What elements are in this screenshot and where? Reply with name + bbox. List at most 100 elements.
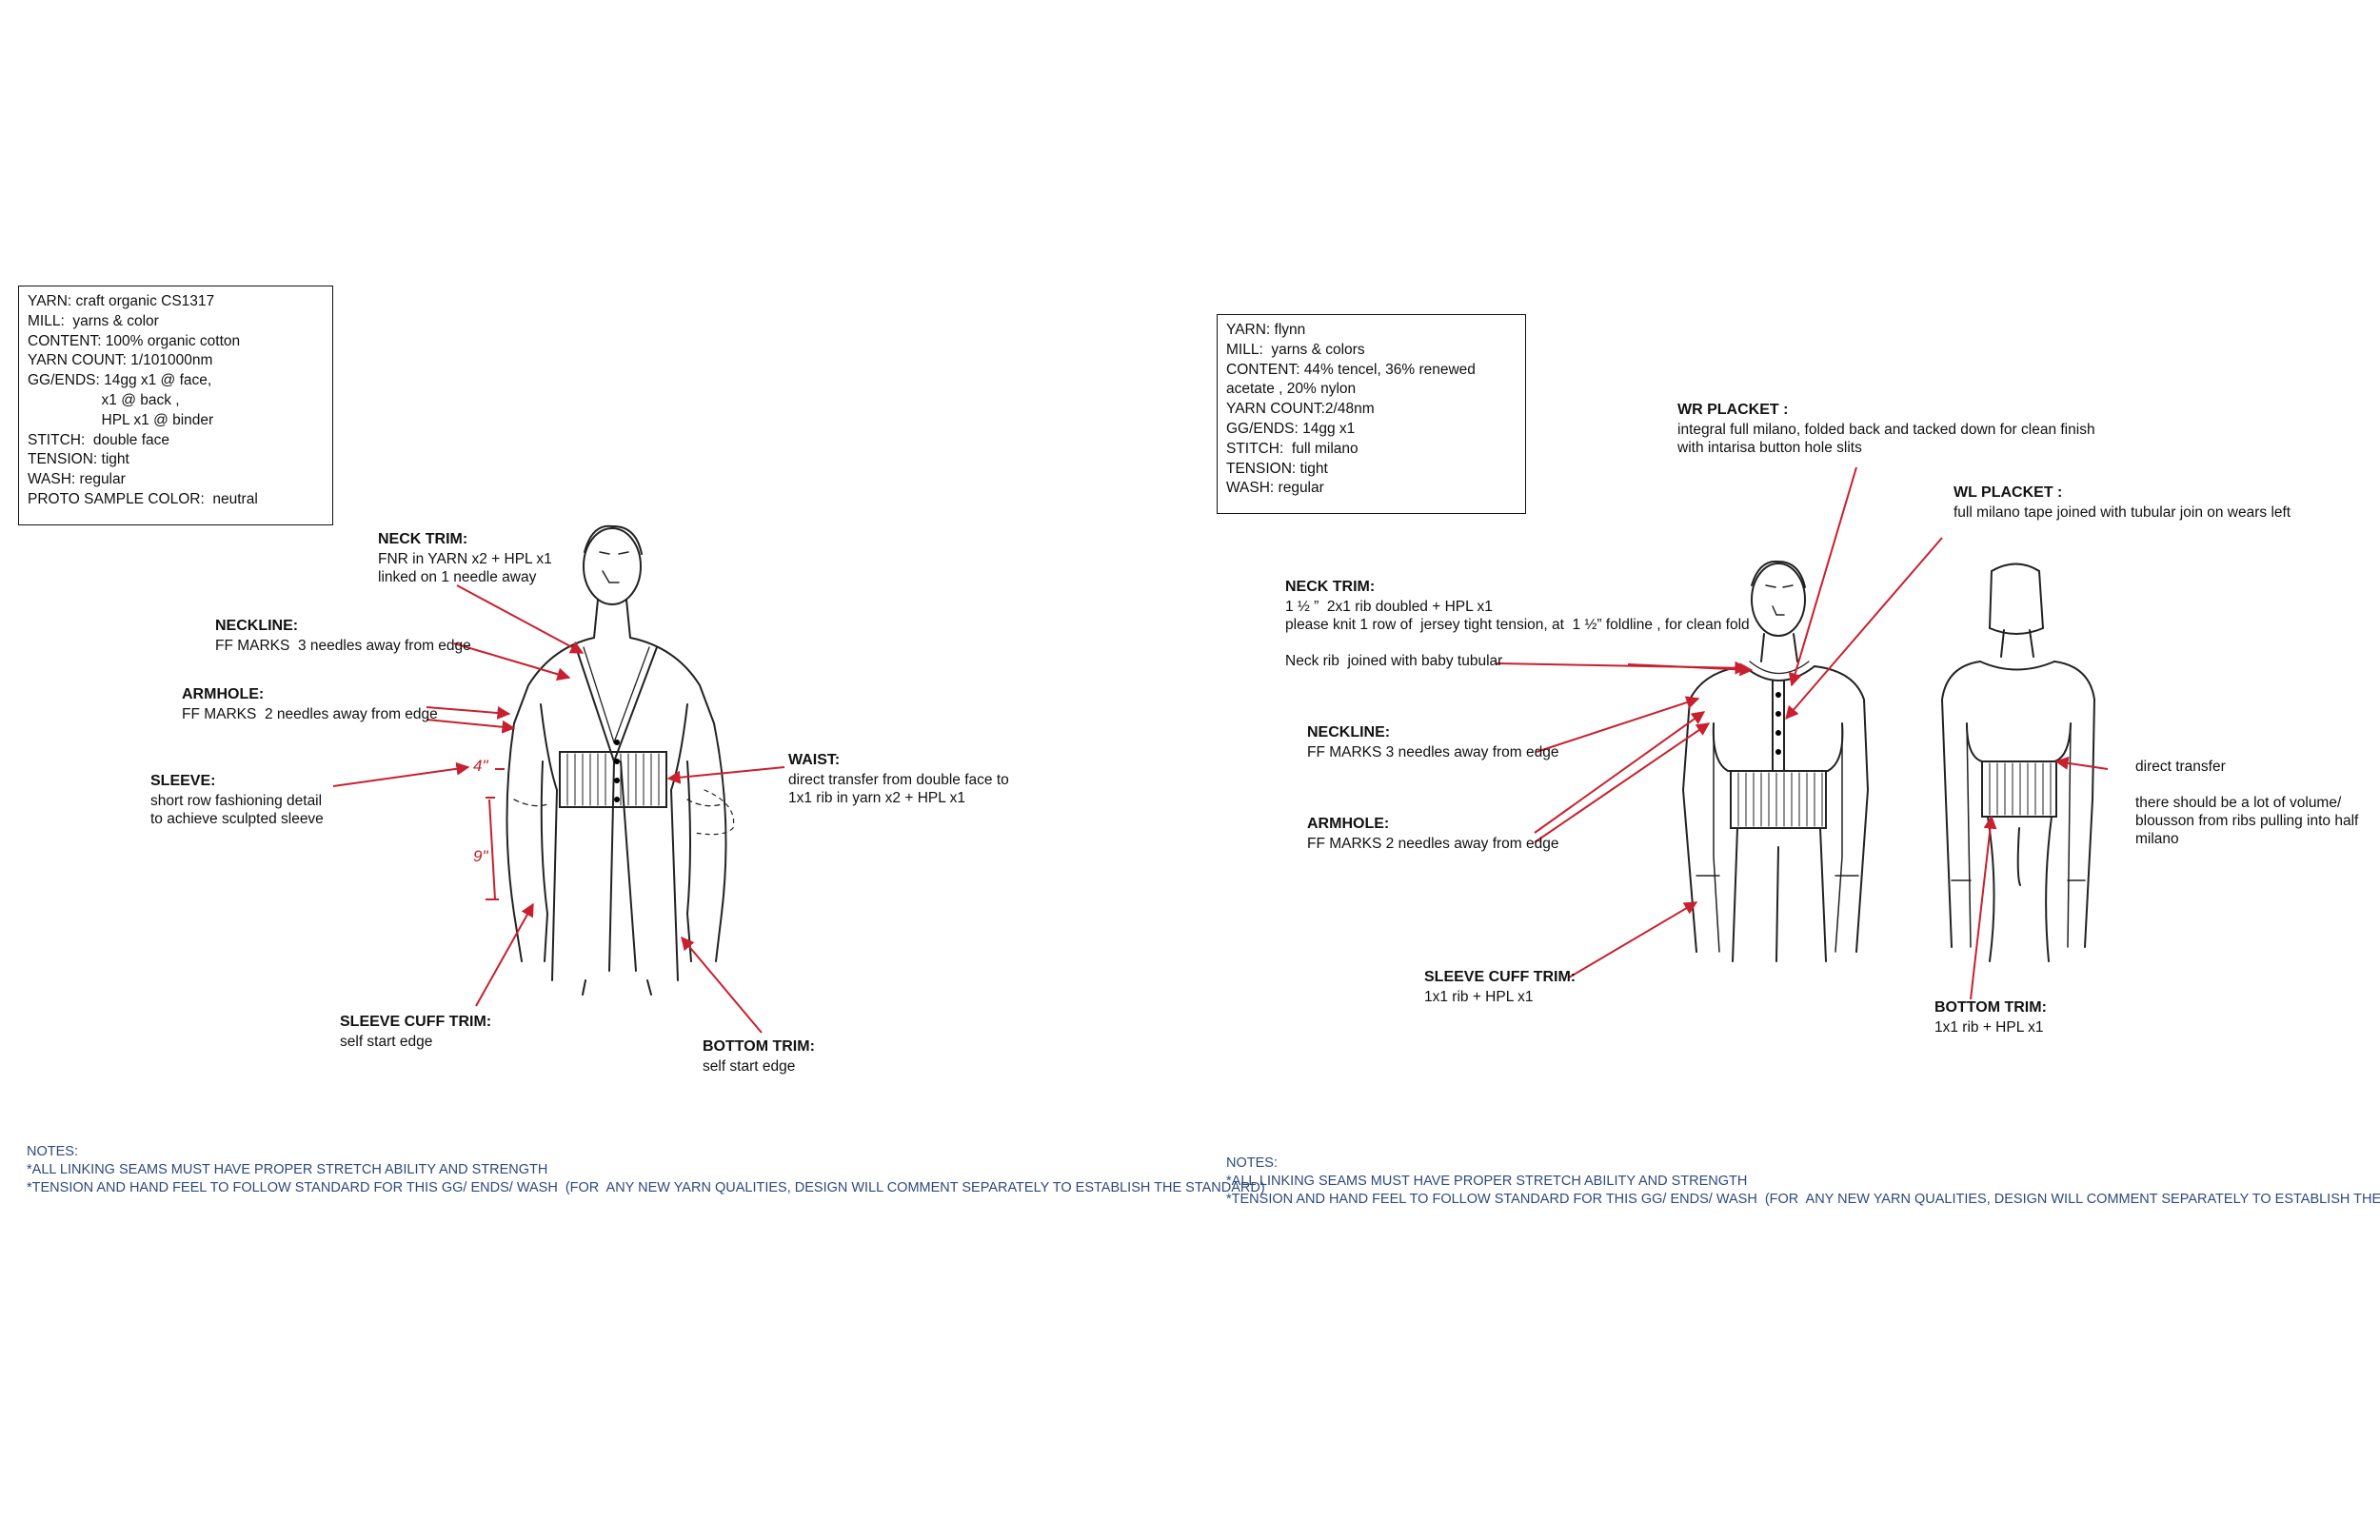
callout-text: self start edge	[340, 1034, 433, 1050]
arrow-sleeve	[332, 761, 470, 787]
arrow-neckline	[453, 642, 571, 681]
callout-text: milano	[2135, 831, 2179, 847]
callout-text: direct transfer	[2135, 759, 2226, 775]
arrow-bottom-trim	[681, 936, 763, 1034]
text-line: HPL x1 @ binder	[28, 411, 214, 428]
callout-text: with intarisa button hole slits	[1677, 440, 1862, 456]
text-line: *TENSION AND HAND FEEL TO FOLLOW STANDAR…	[27, 1180, 1265, 1195]
arrow-sleeve-cuff	[1568, 901, 1698, 978]
callout-heading: WAIST:	[788, 752, 841, 768]
callout-text: to achieve sculpted sleeve	[150, 811, 324, 827]
left-figure	[506, 524, 735, 996]
callout-text: integral full milano, folded back and ta…	[1677, 422, 2095, 438]
right-callout-direct-transfer: direct transfer there should be a lot of…	[2135, 758, 2358, 848]
arrow-neck-trim-2	[1627, 662, 1754, 677]
arrow-neckline	[1536, 696, 1700, 753]
arrow-armhole-2	[426, 719, 516, 734]
callout-text: 1 ½ ” 2x1 rib doubled + HPL x1	[1285, 599, 1493, 615]
arrow-neck-trim	[456, 584, 585, 654]
callout-text: blousson from ribs pulling into half	[2135, 813, 2359, 829]
callout-heading: BOTTOM TRIM:	[703, 1038, 815, 1055]
text-line: *ALL LINKING SEAMS MUST HAVE PROPER STRE…	[1226, 1174, 1748, 1189]
measurement-lower: 9"	[473, 847, 488, 865]
left-callout-bottom-trim: BOTTOM TRIM: self start edge	[703, 1037, 815, 1076]
arrow-waist	[666, 766, 785, 784]
callout-text: FF MARKS 3 needles away from edge	[1307, 744, 1559, 760]
callout-text: FNR in YARN x2 + HPL x1	[378, 551, 552, 567]
text-line: acetate , 20% nylon	[1226, 381, 1357, 398]
callout-heading: SLEEVE:	[150, 773, 216, 789]
callout-heading: WL PLACKET :	[1954, 484, 2063, 501]
callout-heading: NECK TRIM:	[1285, 579, 1376, 595]
callout-text: FF MARKS 3 needles away from edge	[215, 638, 471, 654]
text-line: WASH: regular	[1226, 480, 1324, 497]
arrow-sleeve-cuff	[475, 902, 534, 1007]
left-callout-sleeve: SLEEVE: short row fashioning detail to ach…	[150, 772, 324, 828]
left-callout-neckline: NECKLINE: FF MARKS 3 needles away from ed…	[215, 617, 471, 655]
callout-text: short row fashioning detail	[150, 793, 323, 809]
text-line: YARN COUNT:2/48nm	[1226, 401, 1375, 418]
text-line: NOTES:	[27, 1144, 78, 1159]
text-line: WASH: regular	[28, 471, 126, 488]
text-line: *TENSION AND HAND FEEL TO FOLLOW STANDAR…	[1226, 1192, 2380, 1207]
left-notes: NOTES: *ALL LINKING SEAMS MUST HAVE PROPE…	[27, 1143, 1265, 1197]
text-line: YARN: craft organic CS1317	[28, 293, 215, 309]
text-line: MILL: yarns & color	[28, 312, 159, 329]
right-callout-wl-placket: WL PLACKET : full milano tape joined with…	[1954, 484, 2291, 522]
callout-heading: SLEEVE CUFF TRIM:	[1424, 969, 1577, 985]
callout-text: FF MARKS 2 needles away from edge	[182, 706, 438, 722]
arrow-wr-placket	[1788, 466, 1857, 687]
left-callout-neck-trim: NECK TRIM: FNR in YARN x2 + HPL x1 linked …	[378, 530, 552, 586]
callout-text: 1x1 rib + HPL x1	[1934, 1019, 2044, 1036]
text-line: CONTENT: 100% organic cotton	[28, 332, 241, 349]
text-line: NOTES:	[1226, 1155, 1278, 1171]
right-callout-sleeve-cuff-trim: SLEEVE CUFF TRIM: 1x1 rib + HPL x1	[1424, 968, 1576, 1006]
arrow-direct-transfer	[2054, 756, 2109, 770]
arrow-armhole-1	[426, 706, 511, 720]
callout-heading: SLEEVE CUFF TRIM:	[340, 1014, 492, 1030]
callout-text: self start edge	[703, 1058, 796, 1075]
text-line: GG/ENDS: 14gg x1	[1226, 420, 1356, 437]
text-line: STITCH: full milano	[1226, 440, 1359, 457]
text-line: MILL: yarns & colors	[1226, 341, 1365, 358]
left-callout-sleeve-cuff-trim: SLEEVE CUFF TRIM: self start edge	[340, 1013, 491, 1051]
text-line: PROTO SAMPLE COLOR: neutral	[28, 490, 258, 507]
text-line: CONTENT: 44% tencel, 36% renewed	[1226, 361, 1476, 378]
callout-heading: ARMHOLE:	[1307, 816, 1390, 832]
callout-text: 1x1 rib + HPL x1	[1424, 989, 1534, 1005]
text-line: YARN: flynn	[1226, 322, 1306, 338]
text-line: YARN COUNT: 1/101000nm	[28, 352, 213, 369]
right-back-figure	[1940, 563, 2096, 962]
arrow-wl-placket	[1785, 537, 1943, 721]
callout-heading: WR PLACKET :	[1677, 402, 1789, 418]
right-callout-wr-placket: WR PLACKET : integral full milano, folded…	[1677, 401, 2095, 457]
callout-heading: NECK TRIM:	[378, 531, 468, 547]
right-notes: NOTES: *ALL LINKING SEAMS MUST HAVE PROPE…	[1226, 1155, 2380, 1209]
arrow-armhole-2	[1534, 722, 1711, 843]
callout-text: full milano tape joined with tubular joi…	[1954, 504, 2291, 521]
callout-text	[2135, 776, 2358, 794]
callout-text: please knit 1 row of jersey tight tensio…	[1285, 617, 1750, 633]
left-callout-armhole: ARMHOLE: FF MARKS 2 needles away from edg…	[182, 685, 438, 723]
right-callout-neckline: NECKLINE:FF MARKS 3 needles away from ed…	[1307, 723, 1558, 761]
arrow-bottom-trim	[1970, 815, 1997, 1000]
callout-text: 1x1 rib in yarn x2 + HPL x1	[788, 790, 965, 806]
measurement-upper: 4"	[473, 757, 488, 775]
arrow-armhole-1	[1534, 711, 1706, 834]
text-line: *ALL LINKING SEAMS MUST HAVE PROPER STRE…	[27, 1162, 548, 1177]
callout-heading: ARMHOLE:	[182, 686, 265, 702]
text-line: x1 @ back ,	[28, 391, 180, 408]
callout-heading: BOTTOM TRIM:	[1934, 999, 2047, 1016]
left-callout-waist: WAIST: direct transfer from double face t…	[788, 751, 1009, 807]
text-line: TENSION: tight	[28, 451, 129, 468]
callout-text: there should be a lot of volume/	[2135, 795, 2342, 811]
callout-text: direct transfer from double face to	[788, 772, 1009, 788]
text-line: STITCH: double face	[28, 431, 170, 448]
callout-text: linked on 1 needle away	[378, 569, 537, 585]
callout-heading: NECKLINE:	[215, 618, 299, 634]
